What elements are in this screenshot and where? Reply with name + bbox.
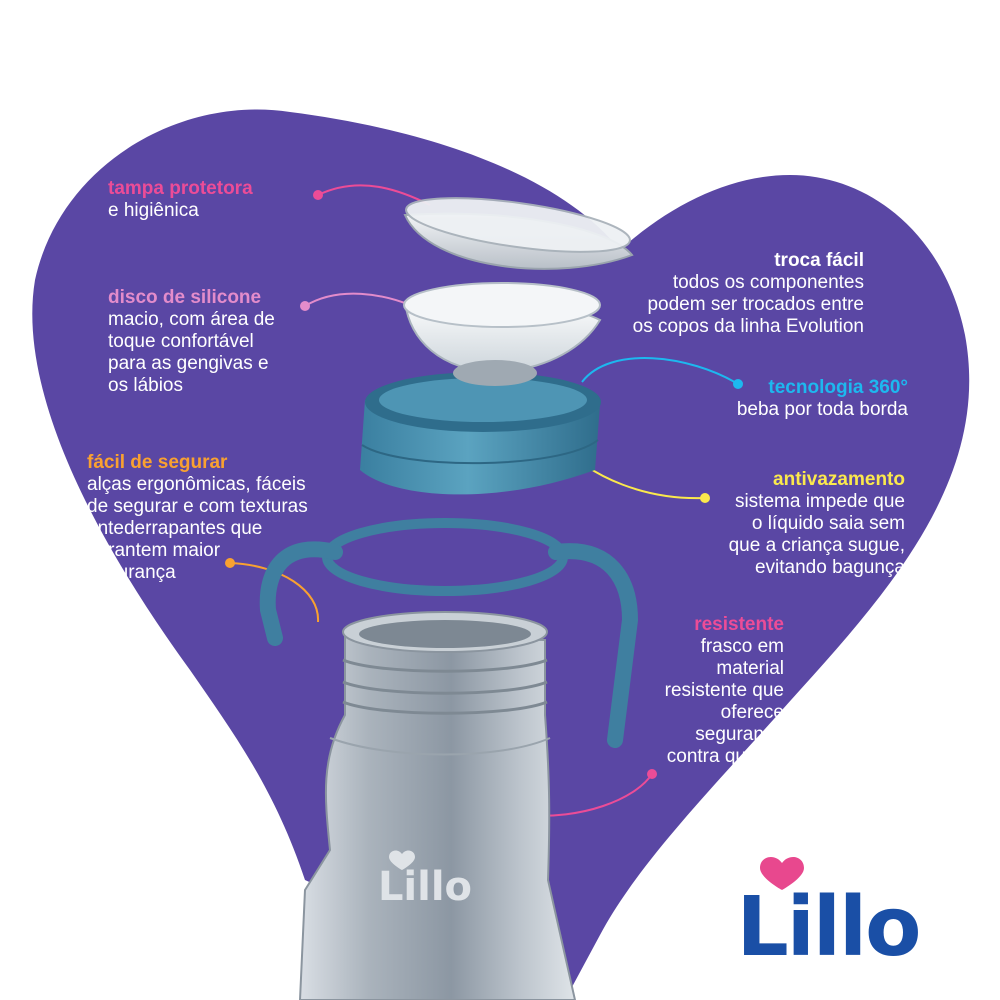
brand-heart-icon xyxy=(760,856,804,890)
callout-tecnologia-title: tecnologia 360° xyxy=(768,377,908,398)
disco-line xyxy=(304,292,411,307)
callout-dots xyxy=(225,190,743,779)
brand-logo: Lillo xyxy=(737,856,921,975)
callout-antivaz-body: sistema impede que o líquido saia sem qu… xyxy=(728,491,905,578)
callout-tampa-title: tampa protetora xyxy=(108,178,253,199)
facil-line xyxy=(229,562,320,623)
callout-facil: fácil de segurar alças ergonômicas, fáce… xyxy=(87,452,308,584)
silicone-disc xyxy=(403,282,602,386)
tecnologia-line xyxy=(581,357,739,385)
collar xyxy=(360,372,601,495)
bottle-logo-heart-icon xyxy=(389,850,415,870)
brand-name: Lillo xyxy=(737,880,920,975)
callout-tecnologia: tecnologia 360° beba por toda borda xyxy=(737,377,908,421)
protective-lid xyxy=(403,197,634,270)
callout-antivaz-title: antivazamento xyxy=(773,469,905,490)
callout-resistente-body: frasco em material resistente que oferec… xyxy=(664,636,784,767)
callout-tampa-body: e higiênica xyxy=(108,200,199,221)
callout-resistente-title: resistente xyxy=(694,614,784,635)
callout-troca-title: troca fácil xyxy=(774,250,864,271)
bottle: Lillo xyxy=(298,611,577,1000)
callout-troca-body: todos os componentes podem ser trocados … xyxy=(632,272,864,337)
bottle-logo-text: Lillo xyxy=(378,864,472,910)
heart-background xyxy=(32,109,970,1000)
callout-antivaz: antivazamento sistema impede que o líqui… xyxy=(729,469,905,579)
callout-resistente: resistente frasco em material resistente… xyxy=(665,614,784,768)
callout-tecnologia-body: beba por toda borda xyxy=(736,399,908,420)
callout-tampa: tampa protetora e higiênica xyxy=(108,178,253,222)
callout-facil-title: fácil de segurar xyxy=(87,452,228,473)
callout-disco-body: macio, com área de toque confortável par… xyxy=(108,309,275,396)
callout-facil-body: alças ergonômicas, fáceis de segurar e c… xyxy=(87,474,308,583)
callout-troca: troca fácil todos os componentes podem s… xyxy=(633,250,864,338)
callout-disco: disco de silicone macio, com área de toq… xyxy=(108,287,275,397)
handles xyxy=(259,518,639,748)
callout-disco-title: disco de silicone xyxy=(108,287,262,308)
